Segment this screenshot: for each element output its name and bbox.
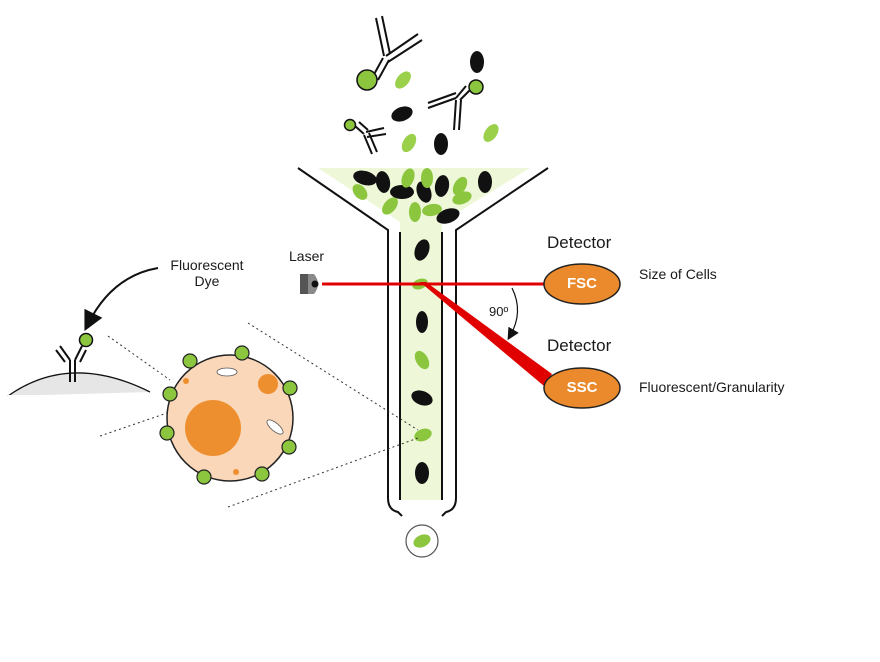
zoom-lines [99,322,419,508]
size-of-cells-label: Size of Cells [639,266,717,282]
cells-falling [391,51,499,155]
antibody-dye-dot [356,69,378,91]
enlarged-cell [159,345,298,485]
fluorescent-granularity-label: Fluorescent/Granularity [639,379,785,395]
flow-funnel [297,167,549,517]
fsc-label: FSC [567,275,597,292]
fluorescent-dye-line-1: Fluorescent [170,257,244,273]
laser-label: Laser [289,248,325,264]
fluorescent-dye-line-2: Dye [194,273,220,289]
angle-arc [507,287,519,341]
antibody-dye-dot [78,332,94,348]
dye-pointer-arrow [84,267,159,332]
fluorescent-dye-label: Fluorescent Dye [166,257,248,289]
cell-surface [7,372,153,399]
fsc-detector-heading: Detector [547,233,612,252]
laser-source-icon [300,274,319,294]
antibody-dye-dot [468,79,484,95]
antibody-icon [55,345,87,382]
side-scatter-beam [420,282,552,386]
antibody-icon [371,15,423,81]
antibody-dye-dot [343,118,357,132]
ssc-label: SSC [566,379,598,396]
ssc-detector [543,367,621,409]
fsc-detector [543,263,621,305]
output-droplet [405,524,439,558]
angle-label: 90º [489,304,509,319]
antibody-icon [427,85,471,131]
ssc-detector-heading: Detector [547,336,612,355]
cells-in-funnel [352,168,492,484]
antibody-icon [354,121,387,155]
